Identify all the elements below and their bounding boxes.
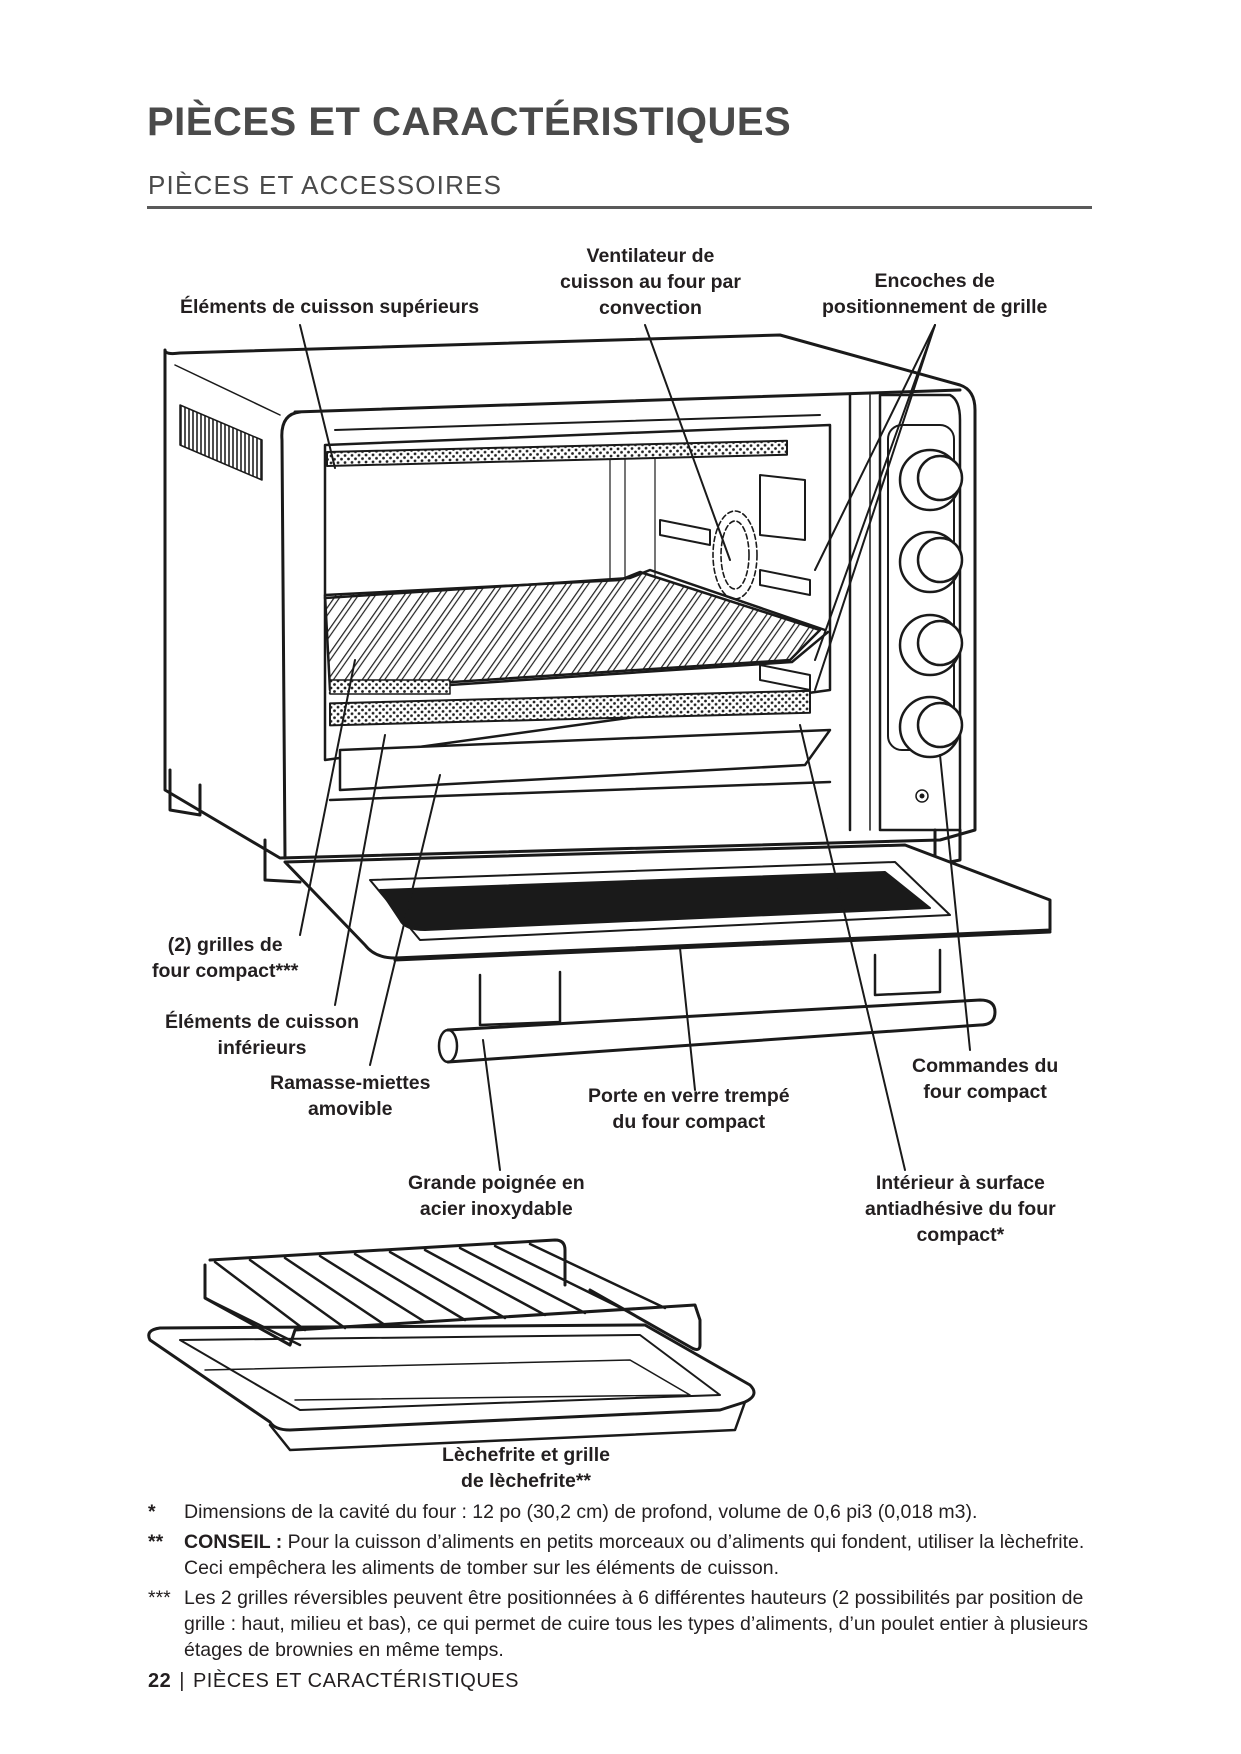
- label-line: Ramasse-miettes: [270, 1072, 431, 1094]
- label-line: cuisson au four par: [560, 271, 741, 293]
- footnote-tip: ** CONSEIL : Pour la cuisson d’aliments …: [148, 1529, 1098, 1581]
- label-crumb-tray: Ramasse-miettes amovible: [270, 1070, 430, 1122]
- label-glass-door: Porte en verre trempé du four compact: [588, 1083, 790, 1135]
- upper-heating-element: [326, 439, 788, 468]
- label-line: amovible: [307, 1098, 393, 1120]
- footnote-cavity-dimensions: * Dimensions de la cavité du four : 12 p…: [148, 1499, 1098, 1525]
- label-line: compact*: [916, 1224, 1005, 1246]
- control-knob-4: [898, 695, 964, 759]
- label-line: Éléments de cuisson: [165, 1011, 359, 1033]
- label-broil-pan: Lèchefrite et grille de lèchefrite**: [442, 1442, 610, 1494]
- label-line: inférieurs: [217, 1037, 307, 1059]
- footnote-text: Les 2 grilles réversibles peuvent être p…: [184, 1587, 1088, 1661]
- label-line: Encoches de: [874, 270, 995, 292]
- label-line: (2) grilles de: [167, 934, 283, 956]
- control-knob-1: [898, 448, 964, 512]
- label-line: Ventilateur de: [586, 245, 715, 267]
- label-convection-fan: Ventilateur de cuisson au four par conve…: [560, 243, 741, 321]
- label-line: Porte en verre trempé: [588, 1085, 790, 1107]
- label-line: positionnement de grille: [822, 296, 1048, 318]
- footnote-bold-lead: CONSEIL :: [184, 1531, 283, 1553]
- leader-lines: [299, 324, 971, 1171]
- control-knob-2: [898, 530, 964, 594]
- label-line: Intérieur à surface: [875, 1172, 1045, 1194]
- footnote-marker: *: [148, 1501, 156, 1523]
- footnote-text: Dimensions de la cavité du four : 12 po …: [184, 1501, 978, 1523]
- label-line: convection: [599, 297, 702, 319]
- label-oven-racks: (2) grilles de four compact***: [152, 932, 298, 984]
- broil-pan: [147, 1323, 756, 1452]
- footnote-racks: *** Les 2 grilles réversibles peuvent êt…: [148, 1585, 1098, 1663]
- label-line: Commandes du: [912, 1055, 1059, 1077]
- label-line: antiadhésive du four: [865, 1198, 1056, 1220]
- label-line: acier inoxydable: [419, 1198, 573, 1220]
- footer-separator: |: [179, 1670, 185, 1692]
- page-footer: 22 | PIÈCES ET CARACTÉRISTIQUES: [148, 1670, 519, 1693]
- label-line: de lèchefrite**: [460, 1470, 592, 1492]
- footnotes: * Dimensions de la cavité du four : 12 p…: [148, 1499, 1098, 1667]
- page-title: PIÈCES ET CARACTÉRISTIQUES: [147, 100, 792, 144]
- control-knob-3: [898, 613, 964, 677]
- label-controls: Commandes du four compact: [912, 1053, 1058, 1105]
- label-line: four compact: [923, 1081, 1047, 1103]
- door-handle: [437, 948, 997, 1064]
- footer-section: PIÈCES ET CARACTÉRISTIQUES: [192, 1670, 519, 1692]
- lower-heating-element-back: [329, 679, 451, 695]
- label-nonstick-interior: Intérieur à surface antiadhésive du four…: [865, 1170, 1056, 1248]
- label-line: four compact***: [152, 960, 299, 982]
- label-upper-heating-elements: Éléments de cuisson supérieurs: [180, 294, 479, 320]
- label-lower-heating-elements: Éléments de cuisson inférieurs: [165, 1009, 359, 1061]
- crumb-tray: [338, 728, 832, 792]
- page-number: 22: [148, 1670, 172, 1692]
- heading-divider: [147, 206, 1092, 209]
- footnote-marker: ***: [148, 1587, 171, 1609]
- oven-rack: [323, 568, 830, 695]
- glass-door: [283, 843, 1052, 962]
- label-line: Grande poignée en: [408, 1172, 585, 1194]
- label-line: du four compact: [612, 1111, 766, 1133]
- broil-pan-rack: [203, 1238, 702, 1351]
- label-handle: Grande poignée en acier inoxydable: [408, 1170, 585, 1222]
- label-line: Lèchefrite et grille: [442, 1444, 610, 1466]
- lower-heating-element: [329, 689, 811, 727]
- footnote-text: Pour la cuisson d’aliments en petits mor…: [184, 1531, 1085, 1579]
- power-indicator-icon: [915, 789, 929, 803]
- footnote-marker: **: [148, 1531, 164, 1553]
- control-panel: [878, 393, 964, 832]
- section-subtitle: PIÈCES ET ACCESSOIRES: [148, 170, 503, 200]
- label-line: Éléments de cuisson supérieurs: [180, 296, 480, 318]
- label-rack-position-slots: Encoches de positionnement de grille: [822, 268, 1047, 320]
